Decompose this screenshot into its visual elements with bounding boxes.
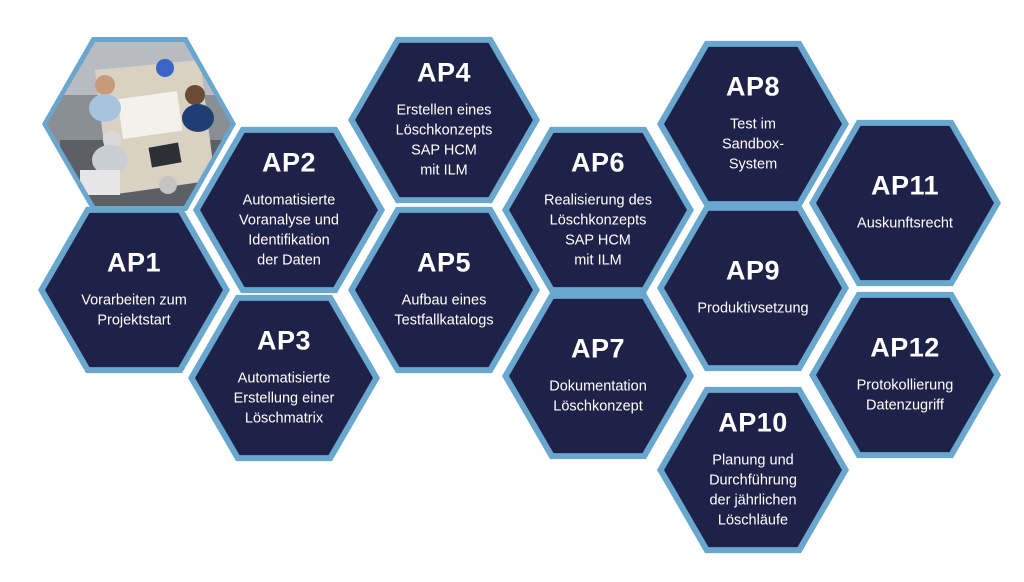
ap3-hexagon-fill	[195, 300, 373, 456]
ap7-hexagon	[502, 292, 694, 460]
ap1-hexagon	[38, 206, 230, 374]
ap10-hexagon	[657, 386, 849, 554]
ap11-hexagon	[809, 119, 1001, 287]
ap12-hexagon-fill	[816, 297, 994, 453]
team-meeting-photo-icon	[42, 37, 236, 211]
ap5-hexagon	[348, 206, 540, 374]
ap12-hexagon	[809, 291, 1001, 459]
ap11-hexagon-fill	[816, 125, 994, 281]
ap3-hexagon	[188, 294, 380, 462]
ap5-hexagon-fill	[355, 212, 533, 368]
ap2-hexagon	[193, 126, 385, 294]
ap7-hexagon-fill	[509, 298, 687, 454]
ap8-hexagon-fill	[664, 46, 842, 202]
ap4-hexagon	[348, 36, 540, 204]
ap8-hexagon	[657, 40, 849, 208]
ap2-hexagon-fill	[200, 132, 378, 288]
ap4-hexagon-fill	[355, 42, 533, 198]
ap10-hexagon-fill	[664, 392, 842, 548]
ap6-hexagon	[502, 126, 694, 294]
ap6-hexagon-fill	[509, 132, 687, 288]
ap9-hexagon-fill	[664, 210, 842, 366]
ap9-hexagon	[657, 204, 849, 372]
ap1-hexagon-fill	[45, 212, 223, 368]
